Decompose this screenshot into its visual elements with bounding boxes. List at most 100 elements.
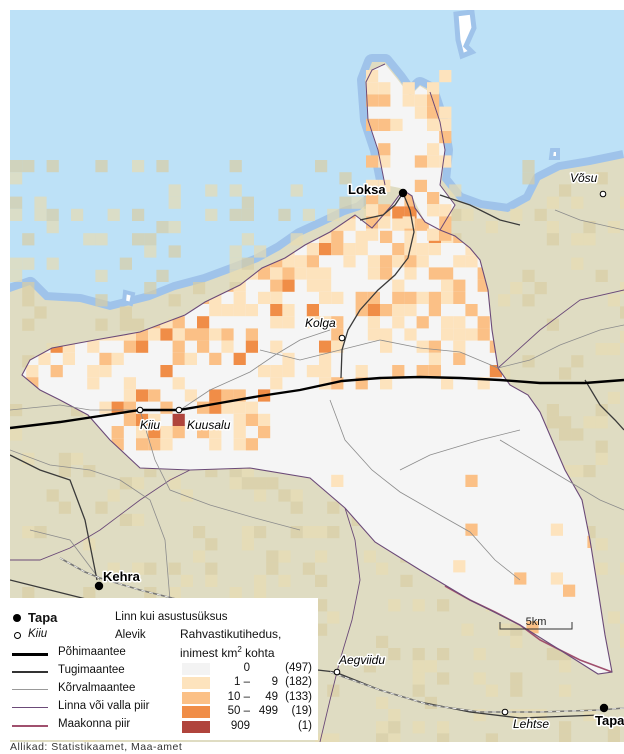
density-cell [148,426,161,439]
density-cell [441,279,454,292]
outside-cell [607,721,620,734]
density-cell [427,204,440,217]
outside-cell [583,221,596,234]
outside-cell [22,233,35,246]
outside-cell [132,562,145,575]
density-cell [233,401,246,414]
density-cell [294,267,307,280]
outside-cell [583,233,596,246]
outside-cell [132,208,145,221]
density-cell [331,230,344,243]
outside-cell [583,416,596,429]
outside-cell [302,526,315,539]
outside-cell [229,184,242,197]
municipal-border-symbol [12,707,48,708]
outside-cell [58,465,71,478]
density-cell [221,340,234,353]
density-cell [270,291,283,304]
outside-cell [241,233,254,246]
density-cell [123,413,136,426]
outside-cell [412,660,425,673]
outside-cell [571,196,584,209]
density-cell [392,243,405,256]
density-cell [319,267,332,280]
legend: Tapa Linn kui asustusüksus Kiiu Alevik P… [0,598,318,740]
density-cell [233,438,246,451]
legend-border1: Linna või valla piir [58,700,150,712]
outside-cell [546,404,559,417]
outside-cell [205,574,218,587]
outside-cell [571,233,584,246]
density-cell [380,255,393,268]
outside-cell [461,623,474,636]
lehtse-dot [501,708,509,716]
outside-cell [95,160,108,173]
outside-cell [242,746,254,754]
outside-cell [144,282,157,295]
outside-cell [95,501,108,514]
density-cell [331,316,344,329]
density-cell [306,255,319,268]
outside-cell [95,318,108,331]
outside-cell [10,428,23,441]
density-cell [209,352,222,365]
class-count-1: (182) [285,676,312,689]
density-cell [380,340,393,353]
density-cell [282,304,295,317]
density-cell [270,279,283,292]
class-range-to-2: 49 [265,690,278,703]
class-swatch-2 [182,691,210,704]
outside-cell [522,160,535,173]
density-cell [245,304,258,317]
density-cell [258,413,271,426]
density-cell [465,328,478,341]
density-cell [414,94,427,107]
density-cell [245,328,258,341]
outside-cell [22,160,35,173]
outside-cell [241,477,254,490]
outside-cell [266,550,279,563]
density-cell [416,291,429,304]
density-cell [378,82,391,95]
density-cell [172,377,185,390]
density-title-line1: Rahvastikutihedus, [180,627,282,641]
density-cell [209,389,222,402]
density-cell [50,365,63,378]
outside-cell [620,623,624,636]
island [453,10,477,60]
outside-cell [547,746,559,754]
class-swatch-0 [182,663,210,675]
outside-cell [412,599,425,612]
density-cell [367,255,380,268]
outside-cell [302,562,315,575]
density-cell [355,230,368,243]
density-cell [258,267,271,280]
density-cell [343,218,356,231]
kolga-dot [338,334,346,342]
density-cell [392,255,405,268]
outside-cell [510,208,523,221]
kolga-label: Kolga [305,316,336,330]
outside-cell [412,648,425,661]
density-cell [343,255,356,268]
outside-cell [376,562,389,575]
outside-cell [95,294,108,307]
density-cell [378,204,391,217]
density-cell [439,155,452,168]
outside-cell [315,550,328,563]
density-cell [378,94,391,107]
class-range-to-1: 9 [271,676,278,689]
outside-cell [546,318,559,331]
density-cell [319,352,332,365]
outside-cell [22,282,35,295]
outside-cell [22,587,35,600]
outside-cell [22,452,35,465]
outside-cell [607,343,620,356]
legend-road3: Kõrvalmaantee [58,682,136,694]
density-cell [563,584,576,597]
outside-cell [302,208,315,221]
outside-cell [10,196,23,209]
density-cell [404,304,417,317]
outside-cell [607,294,620,307]
outside-cell [363,660,376,673]
